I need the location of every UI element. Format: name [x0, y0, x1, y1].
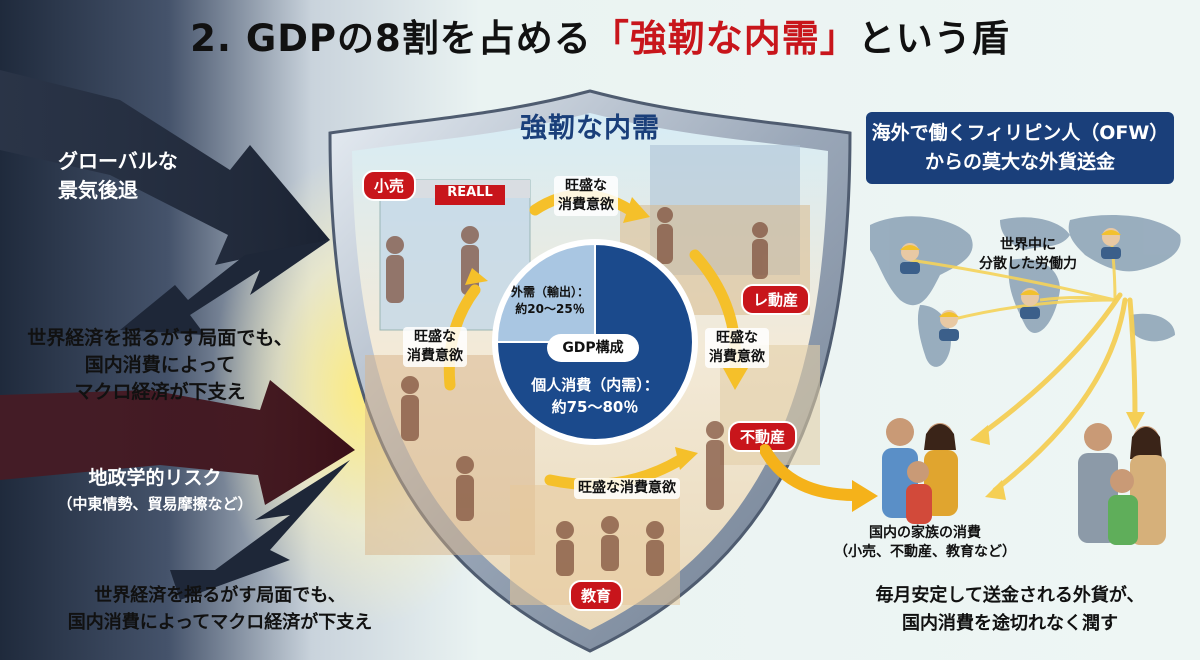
- remittance-arrows: [970, 292, 1145, 500]
- flow-label-left: 旺盛な消費意欲: [403, 327, 467, 367]
- shield-title: 強靭な内需: [520, 113, 660, 144]
- flow-label-top: 旺盛な消費意欲: [554, 176, 618, 216]
- pie-slice-consumption: [495, 242, 694, 441]
- people-figures: [386, 207, 768, 576]
- support-text-1: 世界経済を揺るがす局面でも、 国内消費によって マクロ経済が下支え: [27, 327, 293, 403]
- pie-label-consumption: 個人消費（内需）：約75〜80％: [531, 376, 659, 416]
- pie-slice-external: [495, 242, 596, 343]
- arrowheads: [465, 197, 748, 470]
- risk-arrows: [0, 70, 355, 600]
- ofw-title-box: 海外で働くフィリピン人（OFW） からの莫大な外貨送金: [866, 112, 1174, 184]
- map-label: 世界中に分散した労働力: [979, 237, 1077, 272]
- pie-center-label: GDP構成: [547, 334, 639, 362]
- family-caption: 国内の家族の消費 （小売、不動産、教育など）: [834, 525, 1016, 560]
- risk-geopolitics: 地政学的リスク （中東情勢、貿易摩擦など）: [57, 467, 253, 513]
- arrow-middle: [0, 380, 355, 505]
- title-highlight: 「強靭な内需」: [591, 17, 858, 60]
- arrow-upper-out: [120, 240, 330, 335]
- worker-avatar-1: [896, 240, 924, 274]
- sector-retail: 小売: [362, 170, 417, 201]
- page-title: 2. GDPの8割を占める「強靭な内需」という盾: [0, 8, 1200, 62]
- risk-recession: グローバルな 景気後退: [58, 149, 178, 202]
- sector-real-estate-top: レ動産: [741, 284, 811, 315]
- arrow-lower: [170, 460, 350, 600]
- family-right: [1078, 423, 1166, 545]
- title-suffix: という盾: [857, 17, 1010, 60]
- sector-education: 教育: [569, 580, 624, 611]
- to-family-arrow: [760, 444, 878, 512]
- store-sign-bg: [435, 185, 505, 205]
- worker-avatar-2: [1097, 225, 1125, 259]
- arrow-upper-in: [0, 70, 330, 265]
- pie-label-external: 外需（輸出）：約20〜25％: [510, 285, 589, 316]
- flow-label-right: 旺盛な消費意欲: [705, 328, 769, 368]
- worker-avatar-4: [935, 307, 963, 341]
- flow-label-bottom: 旺盛な消費意欲: [574, 478, 680, 499]
- support-text-2: 世界経済を揺るがす局面でも、 国内消費によってマクロ経済が下支え: [67, 585, 373, 633]
- remittance-text: 毎月安定して送金される外貨が、 国内消費を途切れなく潤す: [875, 585, 1145, 634]
- title-prefix: 2. GDPの8割を占める: [190, 17, 592, 60]
- store-sign: REALL: [447, 185, 493, 200]
- family-left: [882, 418, 958, 524]
- worker-avatar-3: [1016, 285, 1044, 319]
